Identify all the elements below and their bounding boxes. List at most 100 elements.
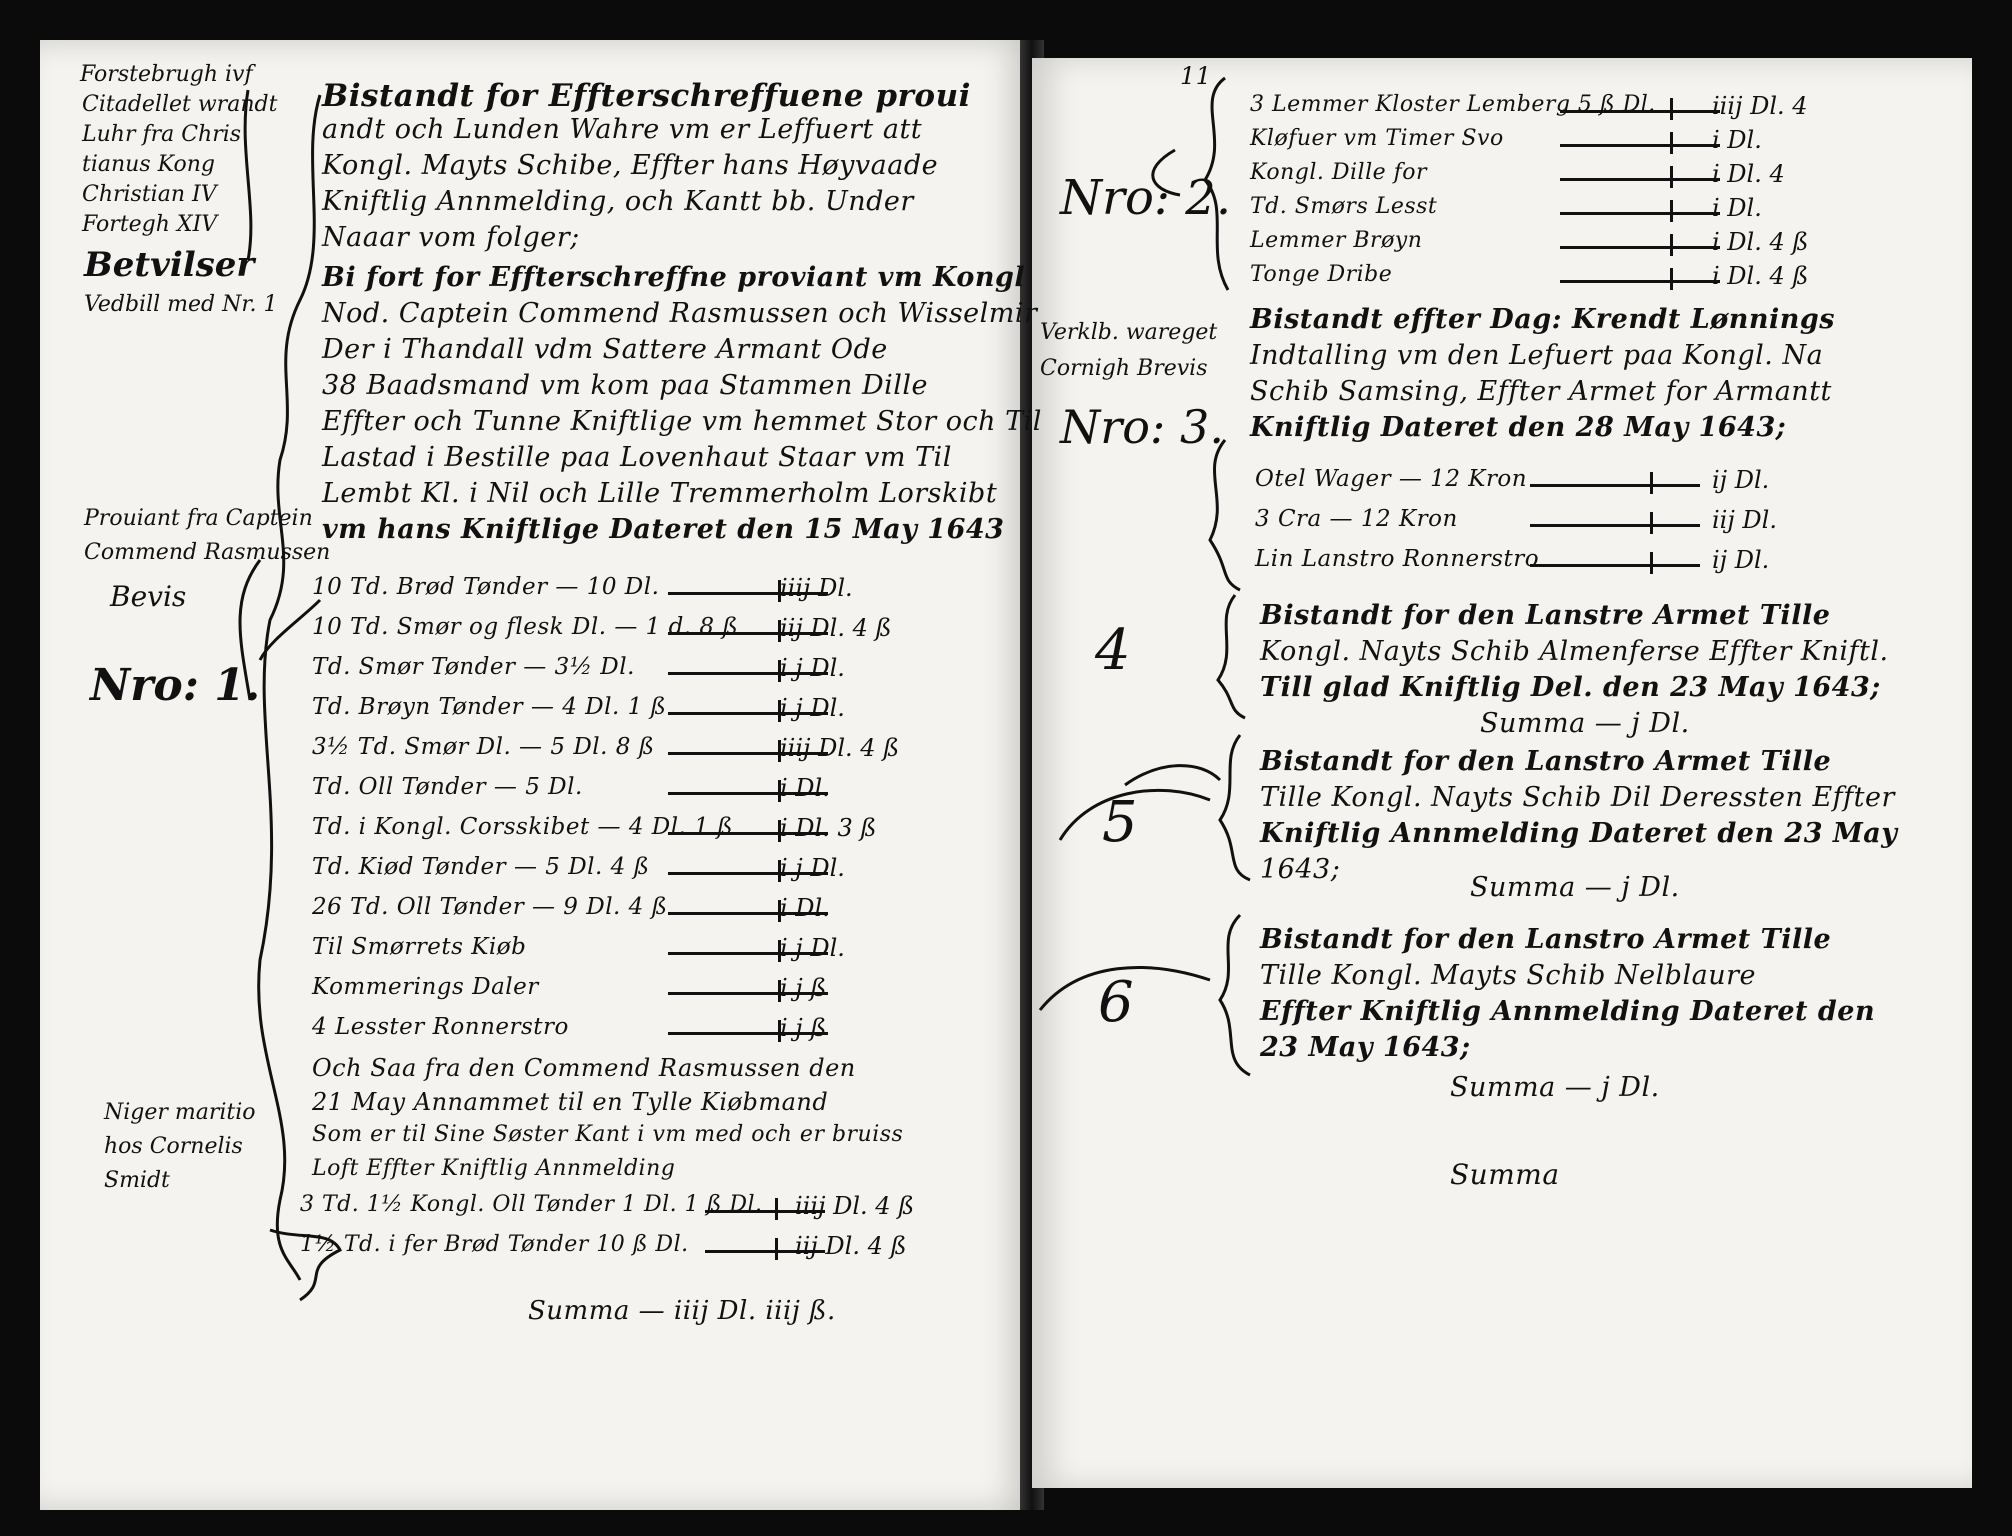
- left-page: [40, 40, 1030, 1510]
- ledger-tick: [1670, 234, 1673, 256]
- ledger-rule: [668, 752, 828, 755]
- entry-amount: iij Dl.: [1712, 506, 1777, 534]
- ledger-rule: [668, 1032, 828, 1035]
- ledger-rule: [668, 832, 828, 835]
- entry-amount: i j Dl.: [780, 694, 845, 722]
- ledger-rule: [1560, 280, 1720, 283]
- entry-amount: i Dl.: [1712, 194, 1762, 222]
- entry-text: 4 Lesster Ronnerstro: [312, 1014, 569, 1040]
- folio-number: 11: [1180, 62, 1212, 90]
- ledger-rule: [668, 792, 828, 795]
- sum5: Summa — j Dl.: [1470, 872, 1680, 903]
- ledger-rule: [668, 952, 828, 955]
- entry-amount: i Dl.: [1712, 126, 1762, 154]
- para6-line-2: Tille Kongl. Mayts Schib Nelblaure: [1260, 960, 1756, 991]
- intro-line-1: Bistandt for Effterschreffuene proui: [322, 78, 971, 114]
- para5-line-1: Bistandt for den Lanstro Armet Tille: [1260, 746, 1832, 777]
- ledger-rule: [1530, 484, 1700, 487]
- entry-amount: i j Dl.: [780, 654, 845, 682]
- margin-heading-4: tianus Kong: [82, 152, 215, 177]
- second-line-4: Loft Effter Kniftlig Annmelding: [312, 1156, 676, 1181]
- entry-text: Kløfuer vm Timer Svo: [1250, 126, 1504, 151]
- margin-heading-3: Luhr fra Chris: [82, 122, 242, 147]
- entry-text: Kongl. Dille for: [1250, 160, 1428, 185]
- ledger-tick: [1670, 98, 1673, 120]
- sum4: Summa — j Dl.: [1480, 708, 1690, 739]
- intro-line-6: Bi fort for Effterschreffne proviant vm …: [322, 262, 1026, 293]
- entry-text: Til Smørrets Kiøb: [312, 934, 527, 960]
- entry-number-6: 6: [1098, 970, 1134, 1035]
- entry-amount: i Dl. 4 ß: [1712, 228, 1809, 256]
- para3-line-4: Kniftlig Dateret den 28 May 1643;: [1250, 412, 1787, 443]
- para3-line-2: Indtalling vm den Lefuert paa Kongl. Na: [1250, 340, 1824, 371]
- entry-text: 3½ Td. Smør Dl. — 5 Dl. 8 ß: [312, 734, 655, 760]
- para5-line-3: Kniftlig Annmelding Dateret den 23 May: [1260, 818, 1898, 849]
- second-line-3: Som er til Sine Søster Kant i vm med och…: [312, 1122, 904, 1147]
- margin-ref: Vedbill med Nr. 1: [84, 292, 278, 317]
- ledger-tick: [1670, 132, 1673, 154]
- ledger-rule: [705, 1210, 825, 1213]
- intro-line-12: Lembt Kl. i Nil och Lille Tremmerholm Lo…: [322, 478, 998, 509]
- ledger-tick: [778, 660, 781, 682]
- ledger-tick: [1650, 472, 1653, 494]
- ledger-tick: [1650, 552, 1653, 574]
- second-line-2: 21 May Annammet til en Tylle Kiøbmand: [312, 1088, 829, 1116]
- ledger-tick: [1650, 512, 1653, 534]
- ledger-tick: [778, 980, 781, 1002]
- entry-text: Td. i Kongl. Corsskibet — 4 Dl. 1 ß: [312, 814, 733, 840]
- intro-line-13: vm hans Kniftlige Dateret den 15 May 164…: [322, 514, 1005, 545]
- para6-line-3: Effter Kniftlig Annmelding Dateret den: [1260, 996, 1876, 1027]
- entry-amount: i Dl. 4 ß: [1712, 262, 1809, 290]
- entry-text: Lemmer Brøyn: [1250, 228, 1423, 253]
- entry-amount: i j ß: [780, 1014, 827, 1042]
- margin-title: Betvilser: [84, 245, 255, 285]
- ledger-tick: [778, 820, 781, 842]
- entry-text: 3 Td. 1½ Kongl. Oll Tønder 1 Dl. 1 ß Dl.: [300, 1192, 763, 1217]
- ledger-rule: [668, 992, 828, 995]
- entry-amount: ij Dl.: [1712, 546, 1770, 574]
- ledger-rule: [668, 712, 828, 715]
- ledger-tick: [1670, 268, 1673, 290]
- margin-captain-1: Prouiant fra Captein: [84, 506, 313, 531]
- para6-line-1: Bistandt for den Lanstro Armet Tille: [1260, 924, 1832, 955]
- ledger-tick: [775, 1198, 778, 1220]
- para5-line-4: 1643;: [1260, 854, 1341, 885]
- entry-amount: iiij Dl. 4 ß: [795, 1192, 915, 1220]
- entry-text: 10 Td. Smør og flesk Dl. — 1 d. 8 ß: [312, 614, 739, 640]
- ledger-rule: [1530, 524, 1700, 527]
- entry-number-1: Nro: 1.: [90, 660, 261, 711]
- entry-text: 3 Cra — 12 Kron: [1255, 506, 1458, 532]
- entry-text: 3 Lemmer Kloster Lemberg 5 ß Dl.: [1250, 92, 1656, 117]
- para6-line-4: 23 May 1643;: [1260, 1032, 1471, 1063]
- margin-lit-1: Verklb. wareget: [1040, 320, 1218, 345]
- entry-text: 1½ Td. i fer Brød Tønder 10 ß Dl.: [300, 1232, 689, 1257]
- ledger-rule: [1560, 212, 1720, 215]
- para3-line-1: Bistandt effter Dag: Krendt Lønnings: [1250, 304, 1835, 335]
- ledger-rule: [668, 632, 828, 635]
- entry-number-3: Nro: 3.: [1060, 400, 1224, 454]
- para4-line-1: Bistandt for den Lanstre Armet Tille: [1260, 600, 1831, 631]
- ledger-rule: [668, 912, 828, 915]
- margin-heading-1: Forstebrugh ivf: [80, 62, 253, 87]
- entry-text: Td. Kiød Tønder — 5 Dl. 4 ß: [312, 854, 650, 880]
- ledger-rule: [1530, 564, 1700, 567]
- margin-second-2: hos Cornelis: [104, 1134, 243, 1159]
- para3-line-3: Schib Samsing, Effter Armet for Armantt: [1250, 376, 1832, 407]
- intro-line-7: Nod. Captein Commend Rasmussen och Wisse…: [322, 298, 1038, 329]
- entry-amount: i Dl. 3 ß: [780, 814, 877, 842]
- entry-text: Tonge Dribe: [1250, 262, 1393, 287]
- ledger-tick: [778, 1020, 781, 1042]
- ledger-rule: [668, 872, 828, 875]
- margin-heading-2: Citadellet wrandt: [82, 92, 278, 117]
- right-page: [1032, 58, 1972, 1488]
- ledger-tick: [778, 900, 781, 922]
- second-line-1: Och Saa fra den Commend Rasmussen den: [312, 1054, 856, 1082]
- ledger-tick: [778, 700, 781, 722]
- entry-amount: i Dl. 4: [1712, 160, 1785, 188]
- ledger-rule: [1560, 110, 1720, 113]
- entry-amount: i j Dl.: [780, 854, 845, 882]
- entry-amount: iiij Dl. 4: [1712, 92, 1808, 120]
- entry-amount: i Dl.: [780, 774, 830, 802]
